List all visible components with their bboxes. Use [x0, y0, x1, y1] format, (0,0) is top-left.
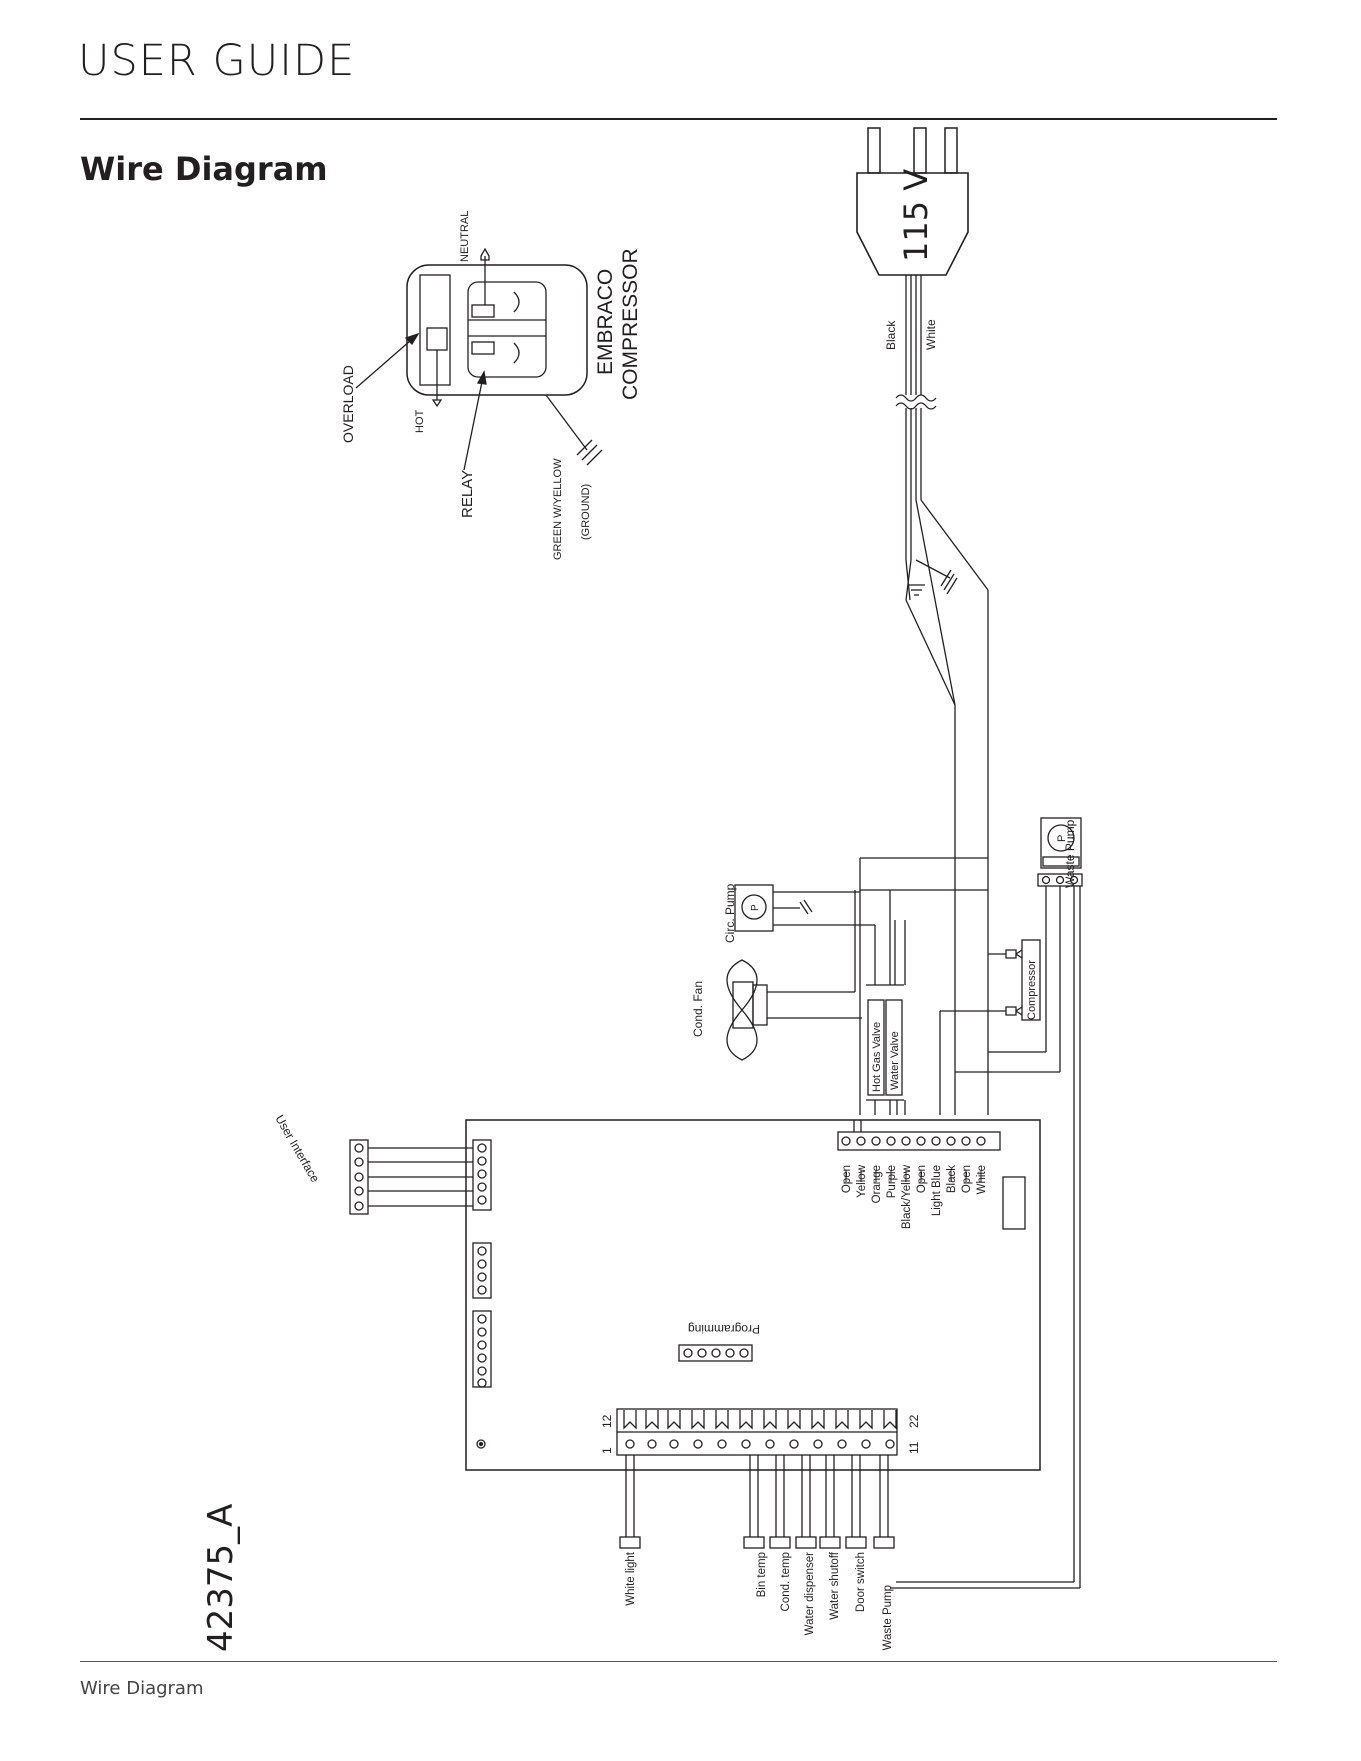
terminal-number-bottom-right: 11 [907, 1441, 921, 1454]
header-divider [80, 118, 1277, 120]
sensor-label: Cond. temp [780, 1552, 792, 1611]
sensor-label: Water shutoff [829, 1551, 841, 1620]
terminal-number-top-right: 22 [907, 1414, 921, 1428]
board-wire-label: Purple [886, 1165, 898, 1198]
board-wire-label: Open [916, 1165, 928, 1193]
ground-label-line1: GREEN W/YELLOW [552, 458, 564, 560]
ground-label-line2: (GROUND) [580, 484, 592, 540]
waste-pump-label: Waste Pump [1063, 819, 1077, 888]
board-wire-label: Light Blue [931, 1165, 943, 1216]
waste-pump-symbol: P [1056, 835, 1068, 842]
water-valve-label: Water Valve [889, 1031, 901, 1090]
hot-label: HOT [414, 410, 426, 434]
waste-pump [890, 817, 1083, 1589]
relay-label: RELAY [459, 470, 476, 518]
voltage-label: 115 V [897, 169, 935, 262]
overload-label: OVERLOAD [340, 365, 356, 443]
programming-label: Programming [688, 1322, 760, 1336]
circ-pump-label: Circ. Pump [723, 883, 737, 943]
board-wire-label: Open [961, 1165, 973, 1193]
compressor-connection [939, 939, 1041, 1115]
sensor-label: Waste Pump [882, 1585, 894, 1650]
board-wire-label: White [976, 1165, 988, 1194]
cond-fan [726, 890, 862, 1061]
board-wire-label: Yellow [856, 1164, 868, 1198]
sensor-wires [619, 1455, 895, 1549]
board-wire-label: Orange [871, 1165, 883, 1203]
sensor-label: Door switch [855, 1552, 867, 1612]
compressor-title-line1: EMBRACO [594, 269, 617, 375]
power-wire-black-label: Black [884, 320, 898, 350]
terminal-number-top-left: 12 [600, 1414, 614, 1428]
sensor-label: Bin temp [756, 1552, 768, 1597]
valves [866, 890, 906, 1115]
cond-fan-label: Cond. Fan [691, 981, 705, 1037]
user-interface-label: User Interface [272, 1113, 322, 1186]
footer-label: Wire Diagram [80, 1678, 204, 1699]
sensor-label: White light [625, 1551, 637, 1605]
section-title: Wire Diagram [80, 150, 328, 188]
control-board [465, 1119, 1041, 1471]
compressor-terminal-block [406, 247, 603, 466]
overload-arrow [355, 332, 420, 389]
user-interface-connector [349, 1139, 473, 1215]
power-cord [895, 275, 989, 1115]
board-wire-label: Black/Yellow [901, 1164, 913, 1229]
part-number-label: 42375_A [201, 1504, 241, 1652]
compressor-component-label: Compressor [1026, 960, 1038, 1020]
relay-arrow [463, 370, 487, 471]
power-wire-white-label: White [924, 319, 938, 350]
board-wire-label: Black [946, 1165, 958, 1193]
compressor-title-line2: COMPRESSOR [619, 248, 642, 400]
circ-pump [734, 884, 875, 932]
terminal-number-bottom-left: 1 [600, 1447, 614, 1454]
sensor-label: Water dispenser [804, 1552, 816, 1635]
board-wire-label: Open [841, 1165, 853, 1193]
board-wire-label-ticks [845, 1170, 982, 1182]
circ-pump-symbol: P [750, 904, 761, 911]
power-plug [856, 127, 969, 276]
footer-divider [80, 1661, 1277, 1662]
hot-gas-valve-label: Hot Gas Valve [871, 1022, 883, 1092]
neutral-label: NEUTRAL [459, 211, 471, 262]
page-header-title: USER GUIDE [78, 36, 356, 86]
